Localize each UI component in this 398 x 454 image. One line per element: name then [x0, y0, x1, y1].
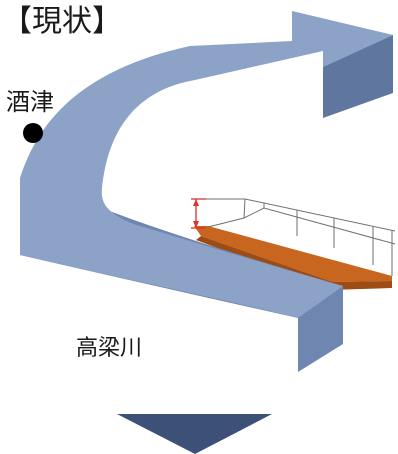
flow-arrow-head-side	[323, 35, 393, 118]
down-arrow-icon	[117, 414, 272, 454]
levee-wireframe-front	[207, 207, 396, 245]
flow-arrow-icon	[20, 11, 393, 372]
levee-wireframe-post	[243, 198, 246, 219]
levee-base-top	[194, 226, 392, 282]
page-title: 【現状】	[2, 4, 122, 39]
height-marker-icon	[191, 198, 206, 229]
town-label: 酒津	[6, 88, 54, 116]
flow-arrow-top	[20, 11, 393, 318]
river-label: 高梁川	[76, 336, 143, 361]
levee-base-side	[196, 236, 392, 290]
town-marker-icon	[23, 123, 43, 143]
levee-wireframe-top	[196, 198, 396, 232]
levee-structure	[194, 198, 396, 290]
